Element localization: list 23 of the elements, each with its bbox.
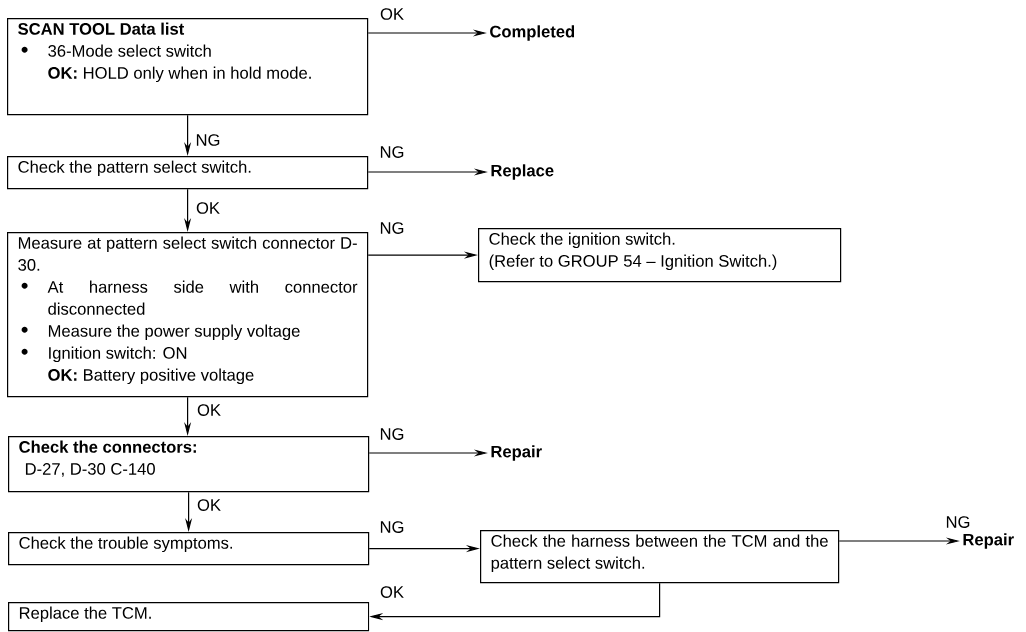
edge-label: OK bbox=[195, 402, 223, 418]
edge-label: NG bbox=[193, 132, 223, 148]
process-box: Check the ignition switch. (Refer to GROUP 54 – Ignition Switch.) bbox=[478, 228, 842, 283]
result-text: Completed bbox=[490, 25, 575, 41]
process-box: Replace the TCM. bbox=[8, 602, 370, 632]
result-text: Repair bbox=[491, 445, 542, 461]
edge-label: NG bbox=[377, 426, 407, 442]
process-box: Check the trouble symptoms. bbox=[8, 532, 370, 566]
edge-label: NG bbox=[377, 220, 407, 236]
result-text: Replace bbox=[491, 164, 554, 180]
process-box: Measure at pattern select switch connector D-30. At harness side with connector disconnected Measure the power supply voltage Ignition switch: ON OK: Battery positive voltage bbox=[7, 232, 369, 398]
edge-label: NG bbox=[943, 514, 973, 530]
edge-label: OK bbox=[378, 6, 406, 22]
edge-label: NG bbox=[377, 144, 407, 160]
process-box: Check the harness between the TCM and the pattern select switch. bbox=[480, 530, 840, 584]
edge-label: OK bbox=[378, 584, 406, 600]
process-box: Check the connectors: D-27, D-30 C-140 bbox=[8, 436, 370, 493]
edge-label: OK bbox=[195, 497, 223, 513]
edge-label: NG bbox=[377, 519, 407, 535]
result-text: Repair bbox=[963, 533, 1014, 549]
process-box: Check the pattern select switch. bbox=[7, 156, 369, 190]
edge-label: OK bbox=[194, 200, 222, 216]
process-box: SCAN TOOL Data list 36-Mode select switch OK: HOLD only when in hold mode. bbox=[7, 18, 369, 116]
